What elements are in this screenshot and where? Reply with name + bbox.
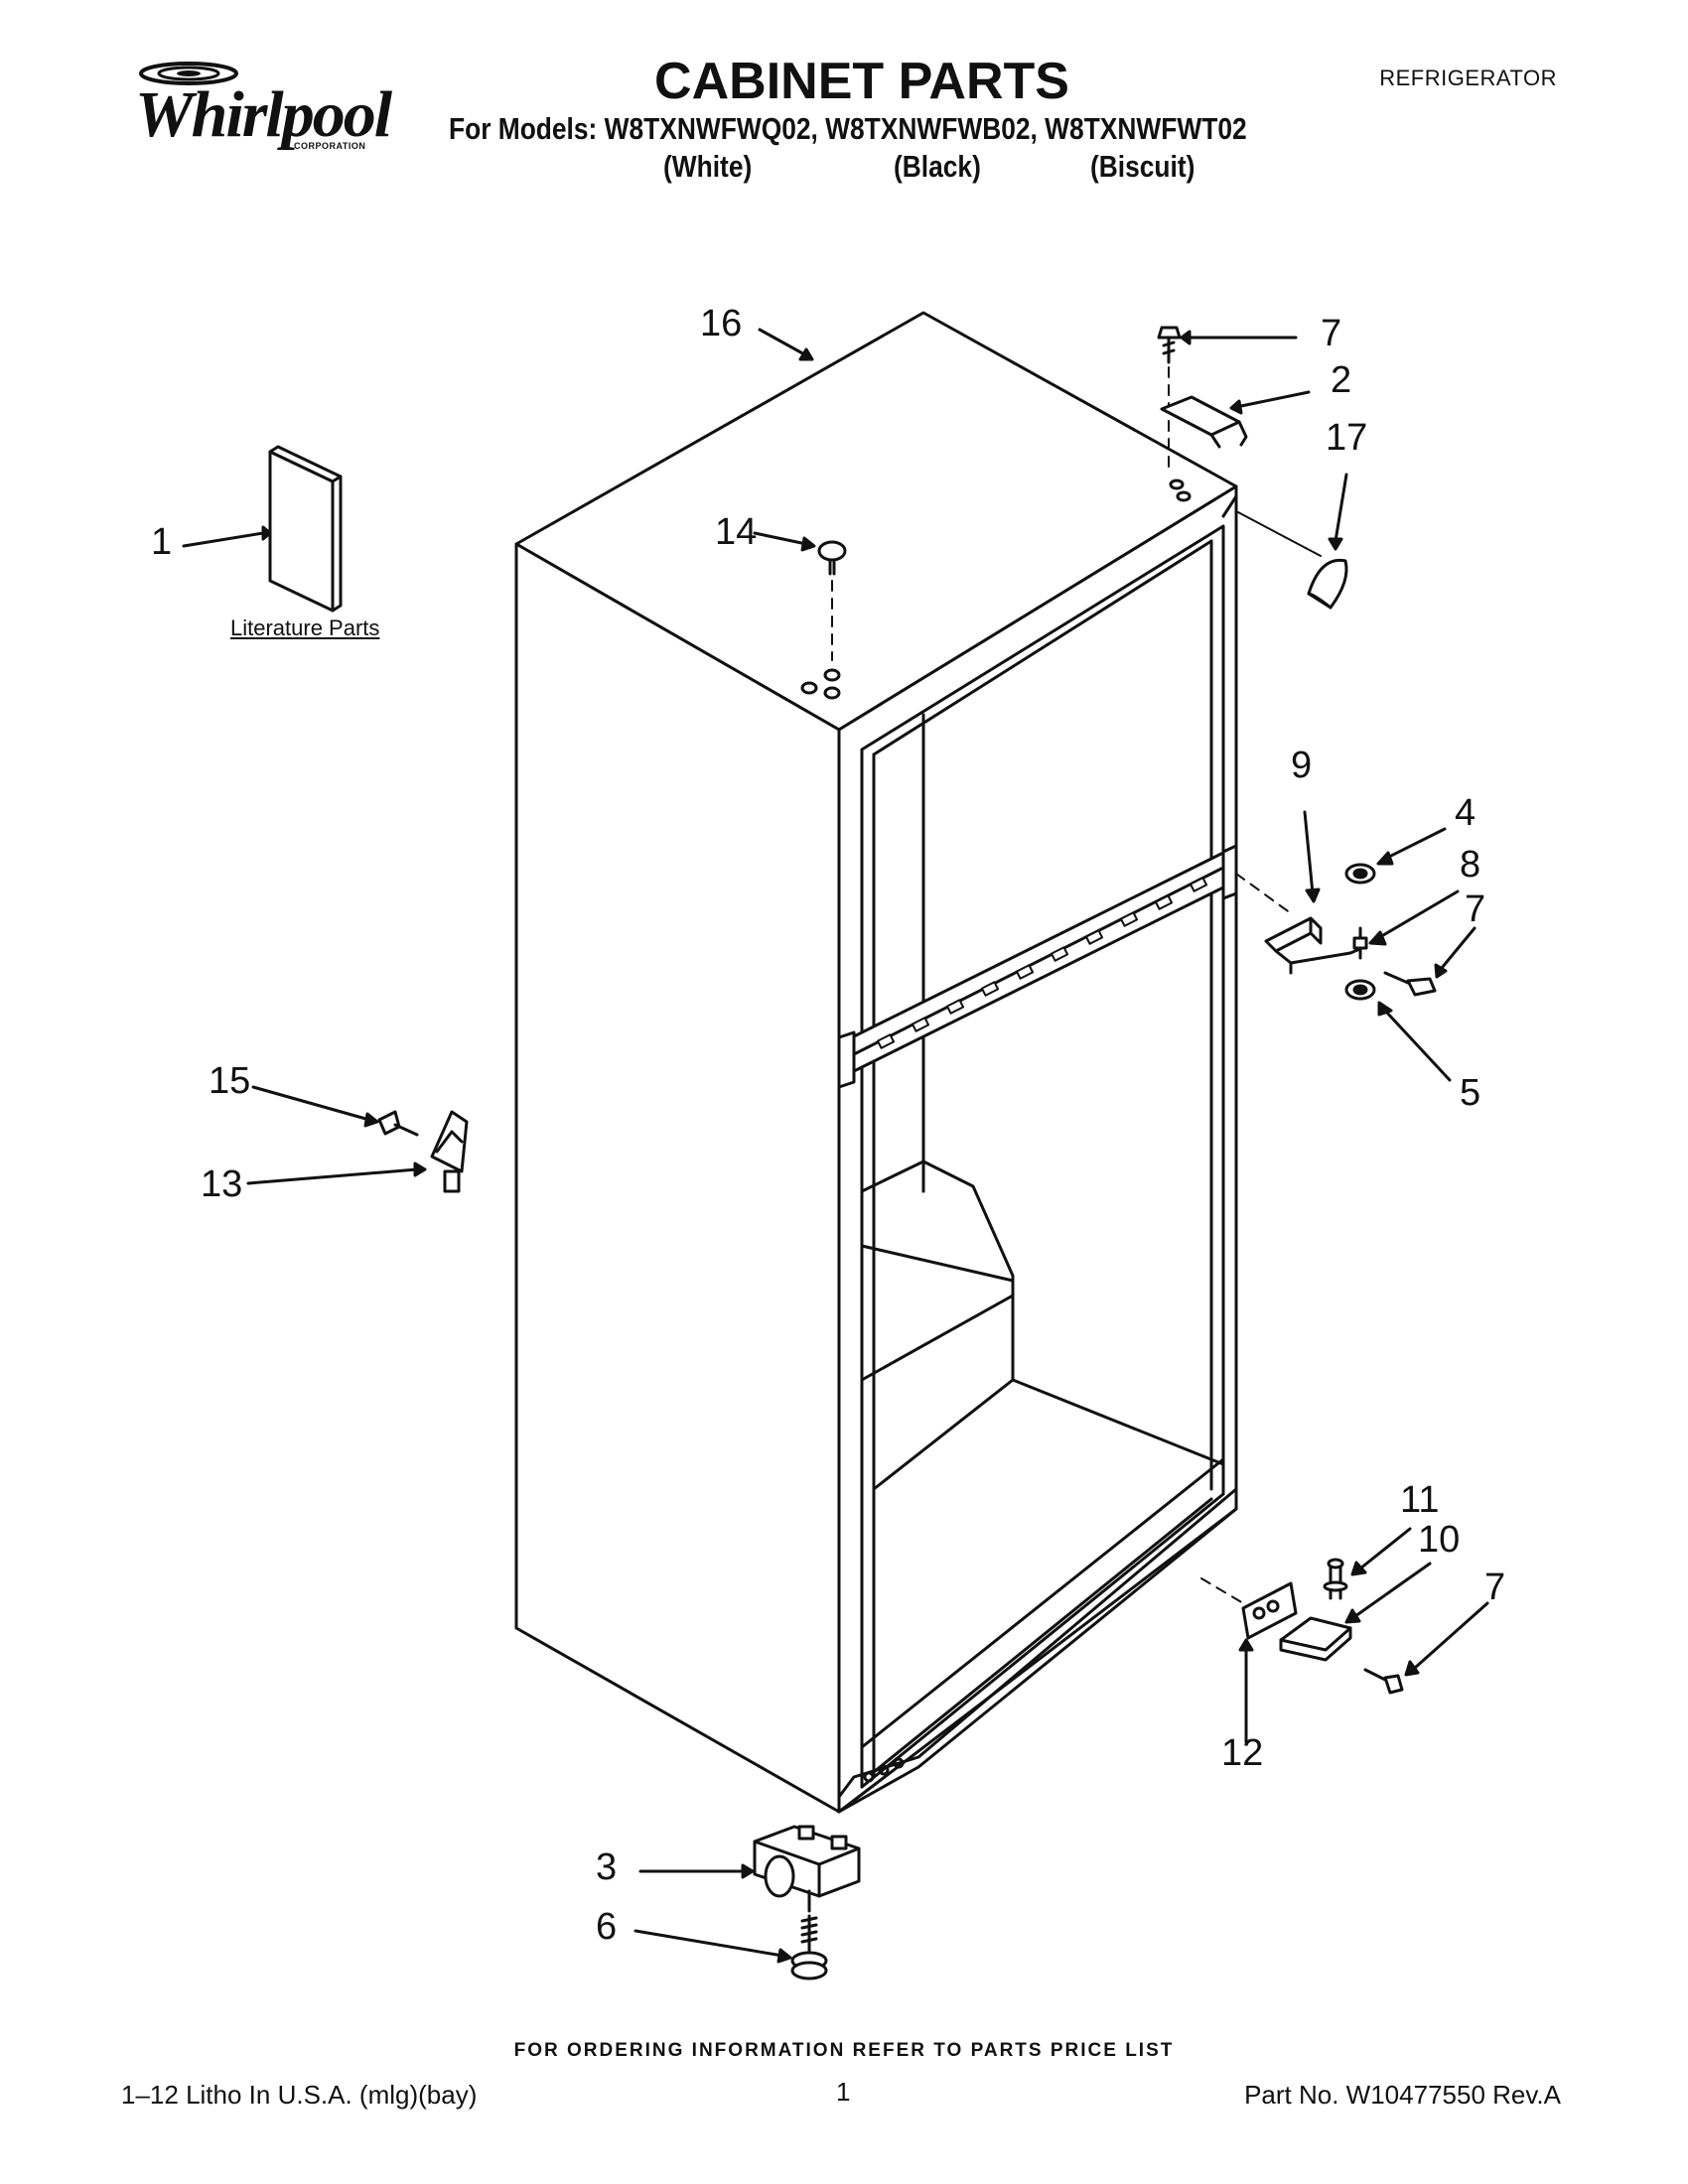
top-plug bbox=[817, 540, 847, 661]
leader-2 bbox=[1234, 390, 1311, 409]
literature-parts-booklet bbox=[268, 445, 343, 613]
whirlpool-logo: Whirlpool CORPORATION bbox=[119, 60, 392, 159]
callout-2: 2 bbox=[1331, 359, 1352, 401]
hinge-pin bbox=[1352, 926, 1368, 960]
center-hinge bbox=[1264, 916, 1364, 975]
callout-7-bottom: 7 bbox=[1484, 1567, 1506, 1608]
callout-10: 10 bbox=[1418, 1519, 1461, 1561]
callout-16: 16 bbox=[700, 303, 743, 344]
callout-8: 8 bbox=[1460, 844, 1481, 886]
callout-15: 15 bbox=[209, 1060, 251, 1102]
callout-5: 5 bbox=[1460, 1072, 1481, 1114]
ordering-note: FOR ORDERING INFORMATION REFER TO PARTS … bbox=[513, 2040, 1175, 2061]
brand-wordmark: Whirlpool bbox=[135, 78, 392, 151]
bottom-hinge-spacer bbox=[1241, 1581, 1298, 1640]
callout-7-top: 7 bbox=[1321, 313, 1342, 354]
leader-11 bbox=[1358, 1527, 1412, 1570]
callout-4: 4 bbox=[1455, 792, 1477, 834]
cabinet-body bbox=[514, 311, 1238, 1814]
leader-7-mid bbox=[1440, 926, 1477, 970]
leader-13 bbox=[246, 1167, 419, 1185]
callout-9: 9 bbox=[1291, 745, 1313, 786]
leader-7-bottom bbox=[1413, 1601, 1489, 1670]
leader-17 bbox=[1334, 473, 1348, 543]
page-title-text: CABINET PARTS bbox=[654, 53, 1069, 110]
door-stop-screw bbox=[377, 1110, 419, 1137]
callout-17: 17 bbox=[1326, 417, 1368, 459]
leveling-leg bbox=[790, 1914, 828, 1980]
callout-13: 13 bbox=[201, 1163, 243, 1205]
callout-14: 14 bbox=[715, 511, 758, 553]
leader-15 bbox=[251, 1085, 371, 1122]
top-screw bbox=[1157, 326, 1182, 364]
callout-1: 1 bbox=[151, 521, 173, 563]
top-hinge bbox=[1160, 395, 1248, 449]
leader-5 bbox=[1383, 1009, 1452, 1082]
callout-11: 11 bbox=[1400, 1479, 1440, 1521]
callout-7-mid: 7 bbox=[1465, 888, 1486, 930]
leader-8 bbox=[1376, 889, 1460, 940]
leader-14 bbox=[753, 531, 808, 546]
logo-swirl-icon bbox=[139, 62, 238, 85]
leader-9 bbox=[1303, 810, 1315, 895]
variant-white: (White) bbox=[663, 149, 753, 184]
leader-1 bbox=[182, 531, 265, 548]
brand-subtitle: CORPORATION bbox=[294, 141, 366, 151]
page-title: CABINET PARTS bbox=[0, 52, 1688, 111]
bottom-hinge-screw bbox=[1363, 1668, 1404, 1695]
bottom-hinge bbox=[1279, 1616, 1352, 1662]
callout-6: 6 bbox=[596, 1906, 618, 1948]
hinge-washer-bottom bbox=[1344, 979, 1376, 1001]
litho-info: 1–12 Litho In U.S.A. (mlg)(bay) bbox=[121, 2080, 478, 2110]
models-line: For Models: W8TXNWFWQ02, W8TXNWFWB02, W8… bbox=[449, 111, 1247, 146]
hinge-screw-mid bbox=[1383, 971, 1437, 997]
leader-6 bbox=[633, 1929, 784, 1958]
door-stop bbox=[430, 1110, 469, 1193]
variant-biscuit: (Biscuit) bbox=[1090, 149, 1196, 184]
variant-black: (Black) bbox=[894, 149, 981, 184]
leader-10 bbox=[1353, 1562, 1432, 1618]
callout-12: 12 bbox=[1221, 1732, 1264, 1774]
roller-assembly bbox=[753, 1825, 861, 1913]
literature-parts-label: Literature Parts bbox=[230, 615, 380, 640]
part-number: Part No. W10477550 Rev.A bbox=[1244, 2080, 1561, 2110]
leader-4 bbox=[1383, 827, 1447, 861]
hinge-cover bbox=[1307, 558, 1348, 610]
hinge-washer-top bbox=[1344, 863, 1376, 885]
callout-3: 3 bbox=[596, 1846, 618, 1888]
page-number: 1 bbox=[836, 2077, 851, 2107]
document-type: REFRIGERATOR bbox=[1379, 66, 1557, 90]
bottom-hinge-pin bbox=[1323, 1558, 1348, 1600]
leader-16 bbox=[758, 328, 808, 357]
